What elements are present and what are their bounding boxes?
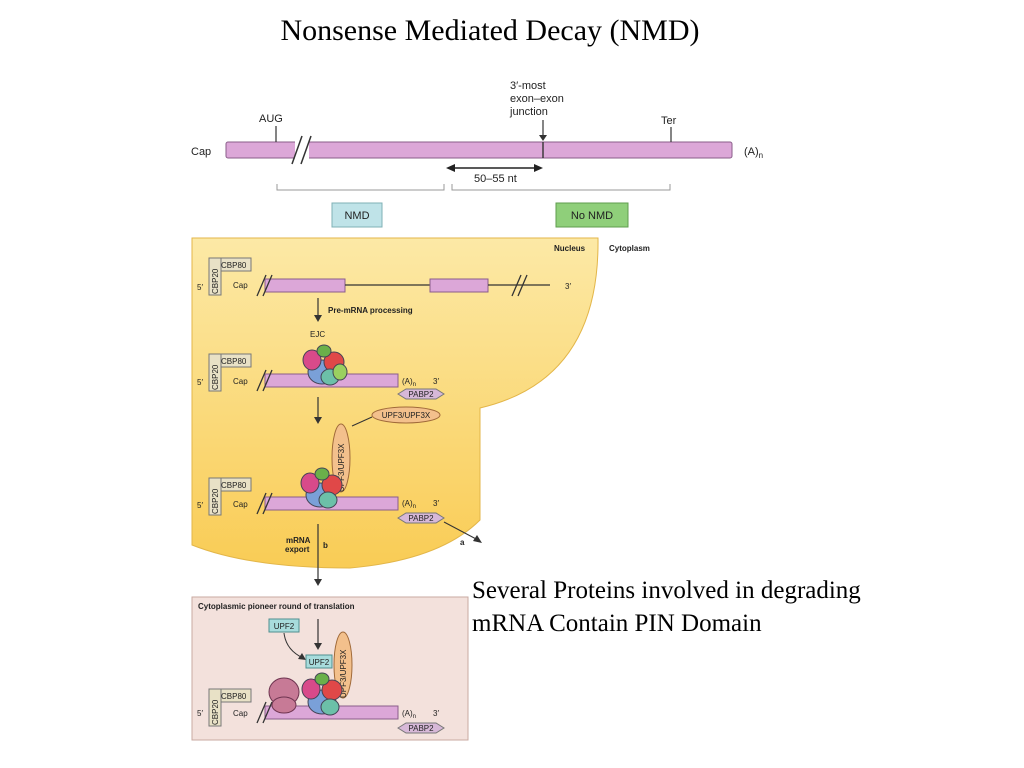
nucleus-region bbox=[191, 237, 599, 569]
junction-label-line3: junction bbox=[509, 106, 548, 118]
caption-line-2: mRNA Contain PIN Domain bbox=[472, 610, 762, 637]
svg-text:CBP80: CBP80 bbox=[221, 692, 247, 701]
ejc-label: EJC bbox=[310, 330, 325, 339]
aug-label: AUG bbox=[259, 113, 283, 125]
svg-text:3′: 3′ bbox=[433, 499, 439, 508]
svg-text:UPF3/UPF3X: UPF3/UPF3X bbox=[339, 649, 348, 698]
svg-text:5′: 5′ bbox=[197, 378, 203, 387]
svg-text:(A)n: (A)n bbox=[402, 709, 416, 720]
upf3-vertical bbox=[333, 631, 353, 699]
processed-mrna-row: EJC CBP80 CBP20 5′ Cap (A)n 3′ PABP2 bbox=[197, 330, 445, 400]
svg-text:PABP2: PABP2 bbox=[408, 724, 434, 733]
svg-text:UPF3/UPF3X: UPF3/UPF3X bbox=[337, 443, 346, 492]
svg-text:Cap: Cap bbox=[233, 500, 248, 509]
svg-text:CBP80: CBP80 bbox=[221, 261, 247, 270]
distance-label: 50–55 nt bbox=[474, 173, 517, 185]
upf3-vertical bbox=[331, 423, 351, 493]
mrna-strand bbox=[225, 141, 733, 159]
svg-text:5′: 5′ bbox=[197, 283, 203, 292]
svg-text:a: a bbox=[460, 538, 465, 547]
ter-label: Ter bbox=[661, 115, 677, 127]
svg-text:5′: 5′ bbox=[197, 501, 203, 510]
processing-label: Pre-mRNA processing bbox=[328, 306, 413, 315]
upf3-bound-row: UPF3/UPF3X CBP80 CBP20 5′ Cap (A)n 3′ PA… bbox=[197, 423, 482, 547]
svg-text:3′: 3′ bbox=[433, 709, 439, 718]
polya-label: (A)n bbox=[744, 146, 763, 160]
svg-text:CBP80: CBP80 bbox=[221, 481, 247, 490]
no-nmd-box-label: No NMD bbox=[571, 210, 613, 222]
svg-text:CBP20: CBP20 bbox=[211, 268, 220, 294]
translation-title: Cytoplasmic pioneer round of translation bbox=[198, 602, 355, 611]
nmd-box-label: NMD bbox=[344, 210, 369, 222]
ejc-complex bbox=[301, 672, 343, 716]
svg-text:CBP20: CBP20 bbox=[211, 364, 220, 390]
pabp2-badge bbox=[397, 388, 445, 400]
svg-text:UPF3/UPF3X: UPF3/UPF3X bbox=[382, 411, 431, 420]
svg-text:3′: 3′ bbox=[565, 282, 571, 291]
junction-label-line1: 3′-most bbox=[510, 80, 546, 92]
ribosome bbox=[268, 677, 300, 714]
ejc-complex bbox=[302, 344, 348, 386]
upf3-oval bbox=[371, 406, 441, 424]
caption: Several Proteins involved in degrading m… bbox=[472, 574, 1012, 640]
nucleus-label: Nucleus bbox=[554, 244, 586, 253]
upf2-free-box bbox=[268, 618, 300, 633]
cap-label: Cap bbox=[191, 146, 211, 158]
svg-text:UPF2: UPF2 bbox=[274, 622, 295, 631]
no-nmd-bracket bbox=[451, 184, 671, 191]
junction-label-line2: exon–exon bbox=[510, 93, 564, 105]
svg-text:PABP2: PABP2 bbox=[408, 514, 434, 523]
svg-text:5′: 5′ bbox=[197, 709, 203, 718]
exon-2 bbox=[429, 278, 489, 293]
no-nmd-box bbox=[555, 202, 629, 228]
nmd-box bbox=[331, 202, 383, 228]
nucleus-panel: Nucleus Cytoplasm CBP80 CBP20 5′ Cap 3′ … bbox=[191, 237, 650, 586]
caption-line-1: Several Proteins involved in degrading bbox=[472, 577, 861, 604]
cbp20-box bbox=[208, 257, 222, 296]
junction-arrow-head bbox=[539, 135, 547, 141]
svg-text:CBP80: CBP80 bbox=[221, 357, 247, 366]
upf2-bound-box bbox=[305, 654, 333, 669]
svg-text:(A)n: (A)n bbox=[402, 499, 416, 510]
svg-text:CBP20: CBP20 bbox=[211, 699, 220, 725]
break-mark bbox=[291, 135, 312, 165]
svg-text:(A)n: (A)n bbox=[402, 377, 416, 388]
svg-text:3′: 3′ bbox=[433, 377, 439, 386]
svg-text:b: b bbox=[323, 541, 328, 550]
nmd-bracket bbox=[276, 184, 445, 191]
svg-text:PABP2: PABP2 bbox=[408, 390, 434, 399]
pre-mrna-row: CBP80 CBP20 5′ Cap 3′ bbox=[197, 257, 571, 297]
cytoplasm-label: Cytoplasm bbox=[609, 244, 650, 253]
svg-text:Cap: Cap bbox=[233, 377, 248, 386]
svg-text:mRNA: mRNA bbox=[286, 536, 311, 545]
ejc-complex bbox=[300, 467, 343, 509]
top-panel: Cap AUG 3′-most exon–exon junction Ter (… bbox=[191, 80, 763, 228]
svg-text:export: export bbox=[285, 545, 310, 554]
svg-text:Cap: Cap bbox=[233, 281, 248, 290]
svg-text:Cap: Cap bbox=[233, 709, 248, 718]
svg-text:UPF2: UPF2 bbox=[309, 658, 330, 667]
slide-title: Nonsense Mediated Decay (NMD) bbox=[280, 14, 700, 47]
exon-1 bbox=[264, 278, 346, 293]
svg-text:CBP20: CBP20 bbox=[211, 488, 220, 514]
translation-panel: Cytoplasmic pioneer round of translation… bbox=[191, 596, 469, 741]
